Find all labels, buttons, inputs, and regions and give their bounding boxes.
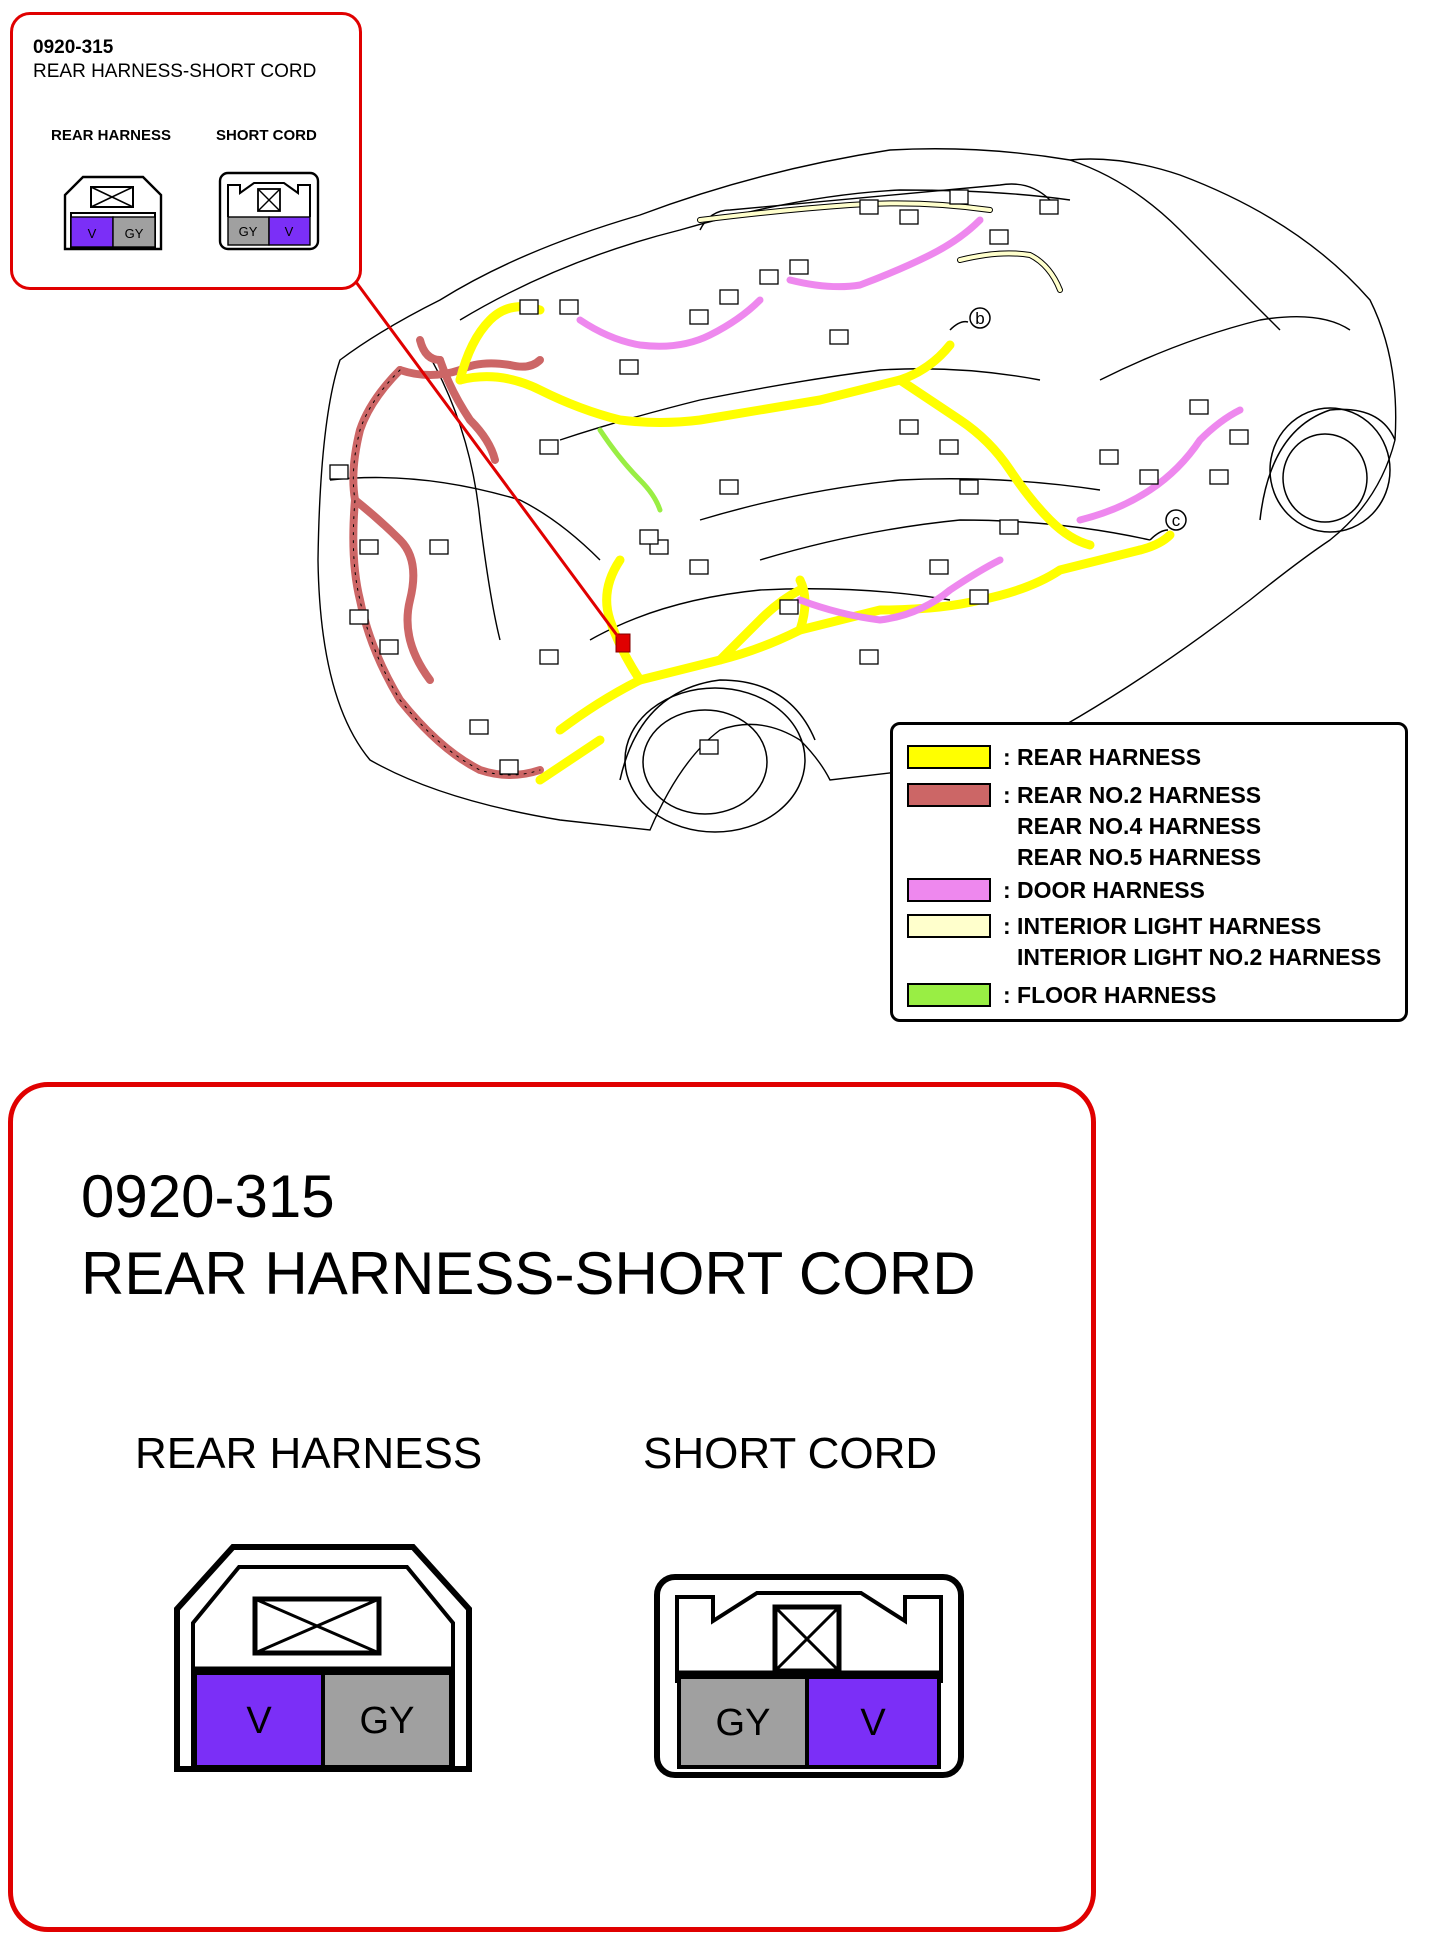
connector-code-small: 0920-315 [33,37,114,58]
left-pin-1-small: V [88,226,97,241]
rear-harness-connector-large: V GY [174,1544,472,1772]
right-pin-1-small: GY [239,224,258,239]
marker-b: b [949,307,991,331]
legend-swatch-door-harness [907,878,991,902]
connector-callout-small: 0920-315 REAR HARNESS-SHORT CORD REAR HA… [10,12,362,290]
harness-connectors [329,189,1249,775]
connector-title-small: REAR HARNESS-SHORT CORD [33,61,317,82]
marker-c: c [1149,509,1187,541]
rear-harness-wiring [455,302,1175,785]
connector-callout-large: 0920-315 REAR HARNESS-SHORT CORD REAR HA… [8,1082,1096,1932]
legend-label-rear-no5-harness: REAR NO.5 HARNESS [1017,844,1262,870]
right-pin-2-small: V [285,224,294,239]
legend-label-interior-light-no2-harness: INTERIOR LIGHT NO.2 HARNESS [1017,944,1382,970]
legend-label-door-harness: : DOOR HARNESS [1003,877,1205,903]
legend-swatch-interior-light-harness [907,914,991,938]
rear-harness-connector-small: V GY [63,175,163,251]
legend-label-interior-light-harness: : INTERIOR LIGHT HARNESS [1003,913,1322,939]
left-connector-label-large: REAR HARNESS [135,1429,483,1478]
harness-legend: : REAR HARNESS : REAR NO.2 HARNESS REAR … [890,722,1408,1022]
right-pin-1-large: GY [716,1702,771,1744]
left-pin-2-large: GY [360,1700,415,1742]
callout-leader-line [354,281,624,643]
legend-swatch-rear-no2-harness [907,783,991,807]
left-pin-2-small: GY [125,226,144,241]
rear-wheel [619,679,816,833]
legend-swatch-floor-harness [907,983,991,1007]
left-connector-label-small: REAR HARNESS [51,127,172,144]
right-connector-label-small: SHORT CORD [216,127,317,144]
front-wheel [1259,407,1396,533]
legend-label-floor-harness: : FLOOR HARNESS [1003,982,1217,1008]
floor-harness-wiring [597,427,663,513]
short-cord-connector-large: GY V [654,1574,964,1778]
connector-title-large: REAR HARNESS-SHORT CORD [81,1240,976,1307]
car-wiring-diagram: b c [317,148,1397,833]
legend-swatch-rear-harness [907,745,991,769]
left-pin-1-large: V [246,1700,272,1742]
right-connector-label-large: SHORT CORD [643,1429,938,1478]
rear-no2-harness-wiring [349,336,544,779]
short-cord-connector-small: GY V [218,171,320,251]
interior-light-harness-wiring [697,200,1063,293]
legend-label-rear-harness: : REAR HARNESS [1003,744,1202,770]
marker-b-label: b [975,309,984,328]
legend-label-rear-no2-harness: : REAR NO.2 HARNESS [1003,782,1262,808]
right-pin-2-large: V [860,1702,886,1744]
legend-label-rear-no4-harness: REAR NO.4 HARNESS [1017,813,1262,839]
door-harness-wiring [576,216,1244,624]
connector-code-large: 0920-315 [81,1163,335,1230]
marker-c-label: c [1172,511,1181,530]
